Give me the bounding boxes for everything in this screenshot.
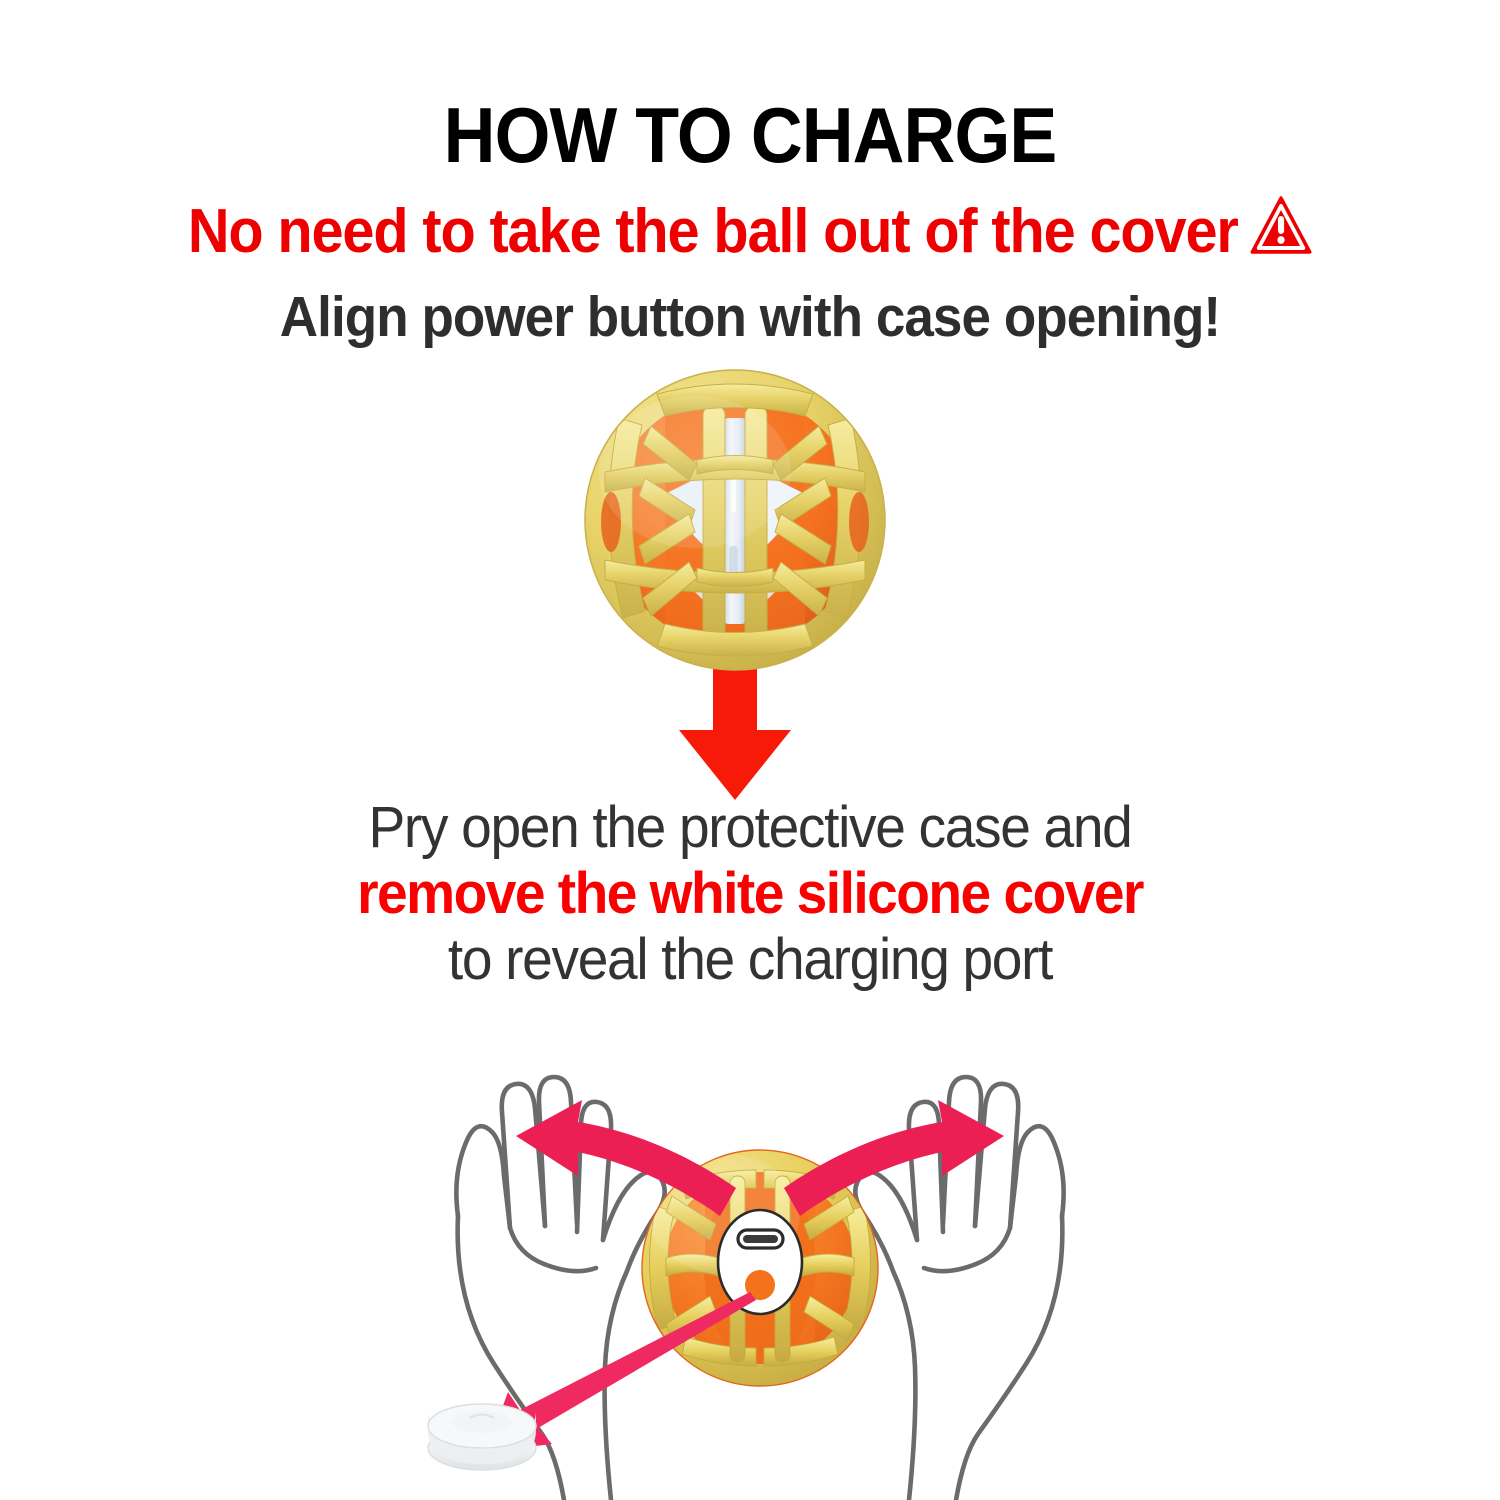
warning-triangle-icon (1251, 196, 1312, 267)
pry-open-arrows (516, 1100, 1004, 1216)
instruction-line-1: Pry open the protective case and (368, 795, 1132, 860)
page-title: HOW TO CHARGE (443, 91, 1058, 179)
red-down-arrow (679, 610, 791, 800)
warning-line-text: No need to take the ball out of the cove… (187, 196, 1239, 266)
subtitle-line: Align power button with case opening! (279, 285, 1221, 349)
instruction-line-2: remove the white silicone cover (357, 861, 1144, 927)
instruction-text-block: Pry open the protective case and remove … (0, 795, 1500, 993)
instruction-line-3: to reveal the charging port (447, 927, 1054, 993)
usb-c-port-icon (736, 1228, 785, 1250)
white-silicone-cover (427, 1403, 537, 1471)
power-button-icon (745, 1270, 775, 1300)
right-hand-outline (853, 1074, 1066, 1500)
silicone-cover-pointer-arrow (486, 1292, 756, 1452)
warning-line: No need to take the ball out of the cove… (53, 174, 1448, 267)
header-text-block: HOW TO CHARGE No need to take the ball o… (0, 0, 1500, 346)
hands-ball-graphic (420, 1000, 1100, 1500)
ball-with-charging-port (641, 1149, 879, 1387)
top-ball-graphic (545, 360, 965, 860)
